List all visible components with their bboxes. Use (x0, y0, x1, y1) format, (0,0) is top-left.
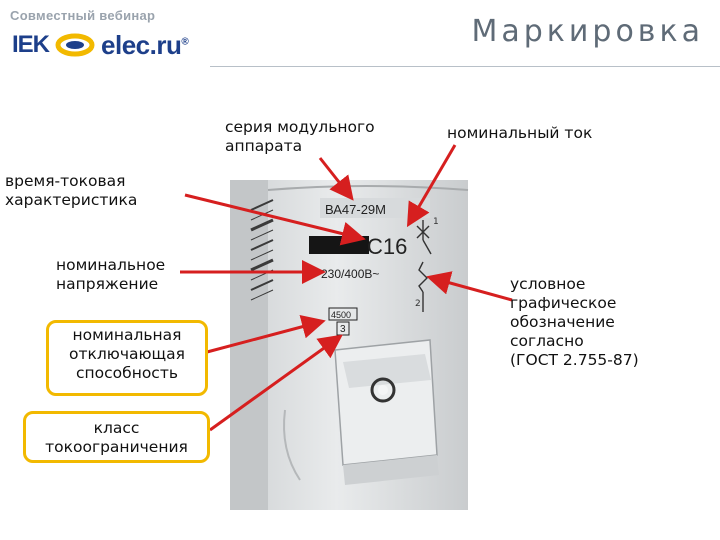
terminal-top-label: 1 (433, 217, 439, 227)
page-title: Маркировка (471, 14, 704, 49)
label-rated-current: номинальный ток (447, 124, 593, 142)
elec-swirl-icon (55, 33, 95, 57)
voltage-marking: 230/400В~ (321, 267, 379, 281)
curve-current-marking: С16 (367, 234, 407, 259)
elec-logo: elec.ru® (101, 29, 189, 60)
arrow-time-current (184, 193, 366, 246)
iek-logo: IEK (12, 31, 50, 58)
label-series: серия модульного аппарата (225, 118, 375, 155)
limiting-class-marking: 3 (340, 324, 346, 335)
arrow-rated-current (406, 144, 457, 228)
label-breaking-capacity: номинальная отключающая способность (46, 320, 208, 396)
label-rated-voltage: номинальное напряжение (56, 256, 166, 293)
arrow-series (318, 157, 354, 201)
breaking-capacity-marking: 4500 (331, 310, 351, 320)
model-marking: ВА47-29М (325, 202, 386, 217)
header-divider (210, 66, 720, 67)
arrow-breaking (206, 315, 326, 354)
brand-logos: IEK elec.ru® (12, 29, 189, 60)
label-limiting-class: класс токоограничения (23, 411, 210, 463)
webinar-subtitle: Совместный вебинар (10, 8, 156, 23)
label-gost-symbol: условное графическое обозначение согласн… (510, 275, 639, 369)
arrow-class (209, 334, 343, 432)
arrow-symbol (426, 271, 513, 302)
terminal-bottom-label: 2 (415, 299, 421, 309)
label-time-current: время-токовая характеристика (5, 172, 138, 209)
